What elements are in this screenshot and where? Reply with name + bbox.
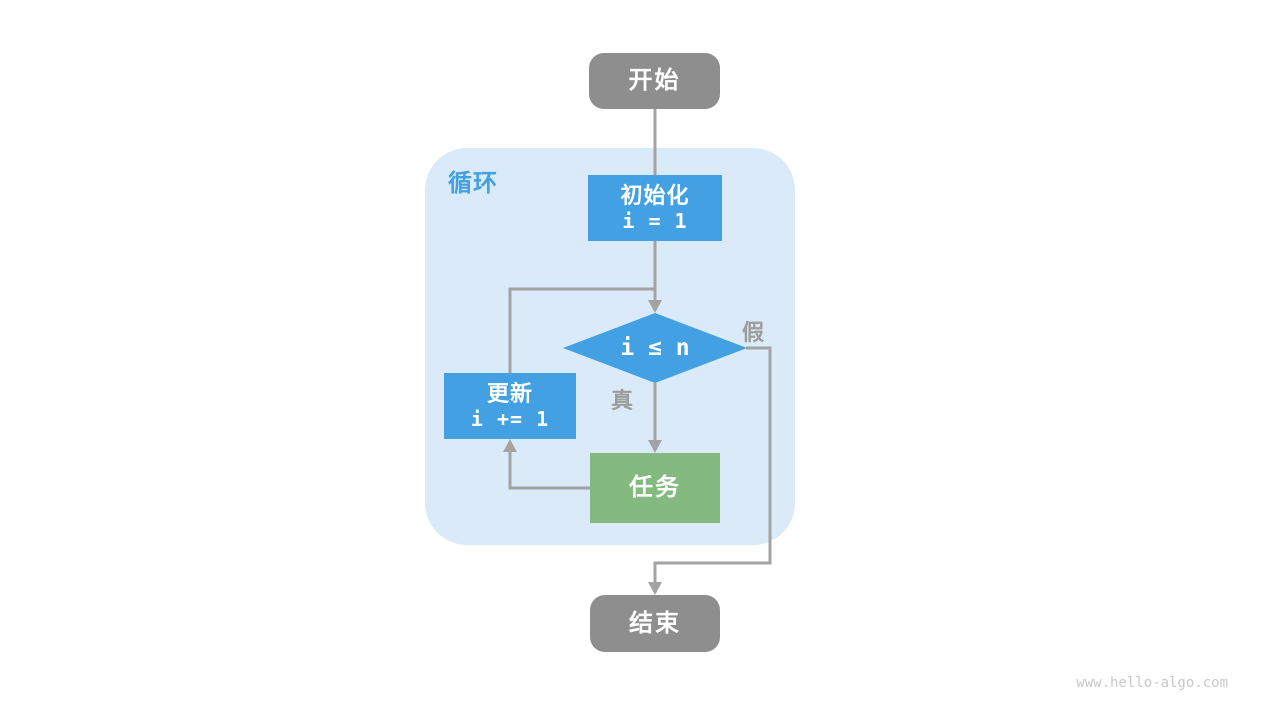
edge-condition-to-end: [653, 346, 772, 584]
false-branch-label: 假: [742, 320, 765, 345]
init-node: 初始化 i = 1: [588, 175, 722, 241]
watermark-url: www.hello-algo.com: [1076, 675, 1228, 691]
update-node-code: i += 1: [470, 407, 550, 432]
edge-update-loopback: [508, 287, 655, 373]
end-node: 结束: [590, 595, 720, 652]
start-node-label: 开始: [628, 67, 681, 94]
task-node-label: 任务: [629, 474, 681, 501]
arrowhead-into-update: [503, 439, 517, 452]
init-node-code: i = 1: [622, 209, 688, 234]
arrowhead-into-condition: [648, 300, 662, 313]
condition-node-label: i ≤ n: [620, 335, 690, 361]
arrowhead-into-task: [648, 440, 662, 453]
arrowhead-into-end: [648, 582, 662, 595]
true-branch-label: 真: [611, 388, 634, 413]
init-node-title: 初始化: [620, 182, 690, 208]
edge-task-to-update: [508, 450, 590, 490]
start-node: 开始: [589, 53, 720, 109]
end-node-label: 结束: [629, 609, 681, 637]
update-node-title: 更新: [486, 380, 533, 406]
update-node: 更新 i += 1: [444, 373, 576, 439]
loop-group-label: 循环: [448, 170, 498, 197]
task-node: 任务: [590, 453, 720, 523]
